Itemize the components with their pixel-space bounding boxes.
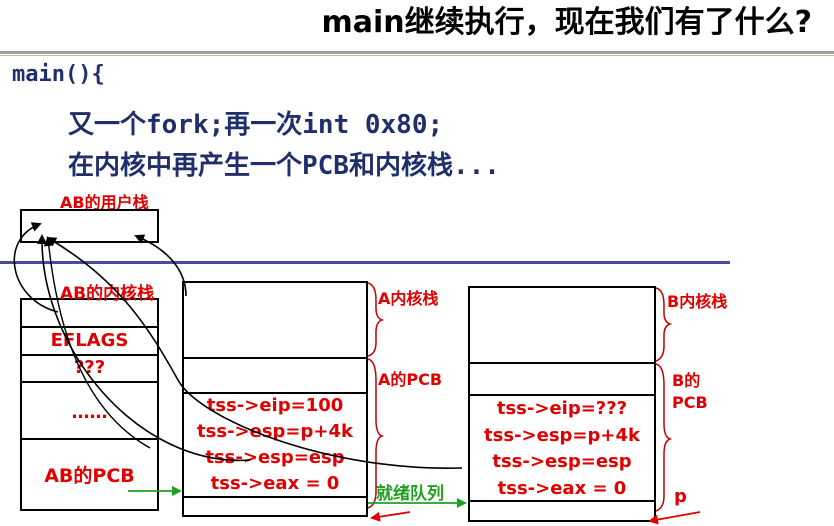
ab-row-divider: [20, 354, 159, 356]
a-pcb-label: A的PCB: [378, 370, 443, 389]
ab-pcb-to-user-stack-arrow: [43, 236, 151, 449]
a-pcb-brace: [367, 358, 385, 509]
b-pcb-eax: tss->eax = 0: [497, 478, 627, 499]
ab-row-divider: [20, 381, 159, 383]
p-pointer-label: p: [674, 486, 687, 507]
b-pcb-label-line2: PCB: [672, 393, 708, 412]
a-pcb-esp: tss->esp=p+4k: [197, 421, 353, 442]
a-stack-divider: [182, 496, 368, 498]
b-stack-divider: [468, 394, 656, 396]
a-stack-divider: [182, 392, 368, 394]
ready-queue-label: 就绪队列: [376, 484, 444, 504]
b-stack-divider: [468, 500, 656, 502]
b-pointer-arrow: [648, 511, 701, 525]
a-kernel-stack-brace: [367, 282, 385, 357]
a-kernel-to-user-stack-arrow: [134, 234, 187, 297]
a-pointer-arrow: [370, 511, 411, 522]
code-line-fork: 又一个fork;再一次int 0x80;: [68, 110, 444, 140]
ab-kernel-stack-box: [20, 298, 159, 511]
a-kernel-stack-label: A内核栈: [378, 289, 439, 308]
b-stack-divider: [468, 362, 656, 364]
b-pcb-eip: tss->eip=???: [496, 398, 628, 419]
a-pcb-esp2: tss->esp=esp: [205, 447, 345, 468]
b-esp-to-user-stack-arrow: [46, 236, 463, 469]
ab-cell-ellipsis: ……: [71, 402, 108, 423]
a-esp-to-user-stack-arrow: [36, 234, 251, 462]
ab-user-stack-label: AB的用户栈: [60, 193, 149, 212]
b-kernel-stack-label: B内核栈: [667, 292, 728, 311]
code-line-main: main(){: [12, 62, 105, 87]
ab-cell-pcb: AB的PCB: [44, 465, 135, 487]
ab-kernel-stack-label: AB的内核栈: [60, 284, 155, 304]
ab-row-divider: [20, 438, 159, 440]
a-pcb-eip: tss->eip=100: [206, 395, 344, 416]
b-pcb-label-line1: B的: [672, 371, 701, 390]
ab-stack-to-user-stack-arrow: [13, 222, 59, 313]
title-divider-accent: [0, 55, 834, 56]
title-divider: [0, 51, 834, 54]
b-pcb-esp: tss->esp=p+4k: [484, 425, 640, 446]
a-stack-divider: [182, 357, 368, 359]
ab-row-divider: [20, 326, 159, 328]
a-stack-box: [182, 281, 368, 517]
a-pcb-eax: tss->eax = 0: [210, 473, 340, 494]
ab-user-stack-box: [20, 209, 159, 243]
user-kernel-divider: [0, 261, 730, 264]
code-line-pcb: 在内核中再产生一个PCB和内核栈...: [68, 151, 500, 181]
b-pcb-esp2: tss->esp=esp: [492, 451, 632, 472]
b-pcb-brace: [655, 363, 673, 512]
page-title: main继续执行，现在我们有了什么?: [321, 5, 812, 40]
b-kernel-stack-brace: [655, 287, 673, 362]
b-stack-box: [468, 286, 656, 522]
